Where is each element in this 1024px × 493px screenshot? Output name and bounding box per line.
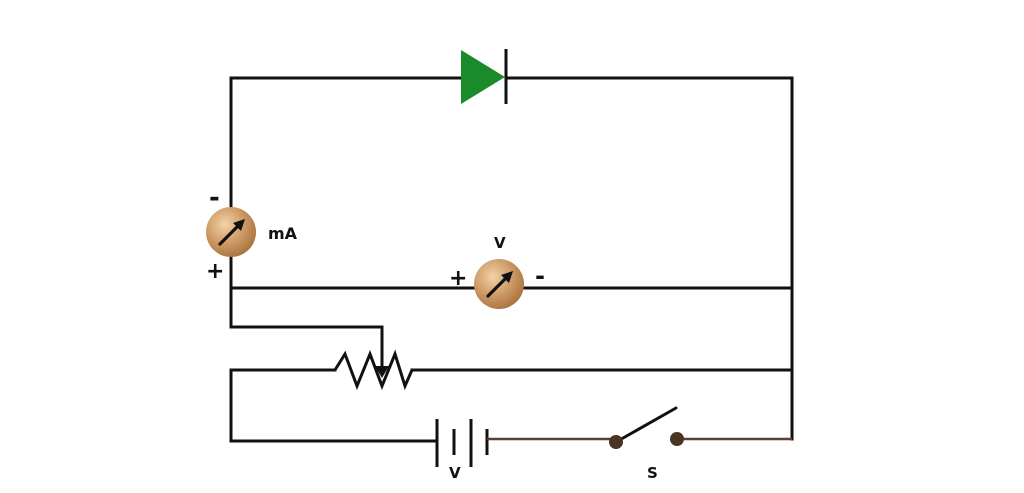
- switch-contact-right: [670, 432, 684, 446]
- switch-label: S: [647, 464, 658, 482]
- ammeter-label: mA: [268, 224, 298, 243]
- battery: V: [435, 419, 489, 482]
- switch-contact-left: [609, 435, 623, 449]
- switch-lever: [614, 406, 678, 444]
- voltmeter: V + -: [449, 234, 545, 309]
- battery-label: V: [449, 464, 461, 482]
- rheostat-wiper-arrow-icon: [375, 366, 389, 378]
- voltmeter-plus-sign: +: [449, 266, 467, 291]
- switch: S: [487, 406, 792, 482]
- rheostat-wiper-lead: [229, 325, 384, 368]
- ammeter-needle-icon: [218, 219, 245, 246]
- voltmeter-needle-icon: [486, 271, 513, 298]
- voltmeter-label: V: [494, 234, 506, 252]
- rheostat: [333, 349, 414, 391]
- ammeter-minus-sign: -: [209, 183, 220, 213]
- voltmeter-minus-sign: -: [535, 262, 545, 290]
- ammeter: mA - +: [206, 183, 298, 284]
- ammeter-plus-sign: +: [206, 259, 224, 284]
- diode-triangle-icon: [461, 50, 505, 104]
- resistor-zigzag-icon: [333, 349, 414, 391]
- wires: [229, 76, 794, 443]
- diode: [461, 49, 508, 104]
